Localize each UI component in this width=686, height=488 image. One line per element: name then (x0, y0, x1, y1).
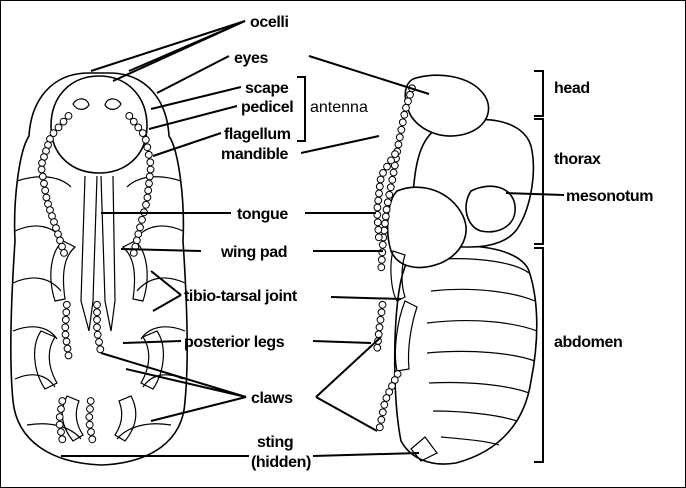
label-mandible: mandible (221, 146, 289, 163)
label-ocelli: ocelli (250, 14, 289, 31)
label-tongue: tongue (237, 206, 288, 223)
label-antenna: antenna (310, 99, 368, 116)
label-tibio-tarsal-joint: tibio-tarsal joint (184, 288, 298, 305)
body-region-brackets (534, 71, 543, 462)
label-wing-pad: wing pad (220, 244, 287, 261)
label-sting: sting (257, 434, 293, 451)
label-head: head (554, 80, 590, 97)
label-flagellum: flagellum (224, 126, 291, 143)
label-mesonotum: mesonotum (566, 188, 653, 205)
label-scape: scape (245, 80, 289, 97)
lateral-pupa-drawing (374, 75, 537, 464)
label-eyes: eyes (234, 50, 268, 67)
label-pedicel: pedicel (241, 99, 293, 116)
label-thorax: thorax (554, 151, 601, 168)
label-posterior-legs: posterior legs (184, 334, 285, 351)
label-claws: claws (251, 390, 293, 407)
label-abdomen: abdomen (554, 334, 622, 351)
label-sting-hidden: (hidden) (251, 454, 311, 471)
ventral-pupa-drawing (11, 73, 187, 465)
lateral-midleg-chain (374, 301, 386, 351)
antenna-bracket (297, 77, 305, 141)
